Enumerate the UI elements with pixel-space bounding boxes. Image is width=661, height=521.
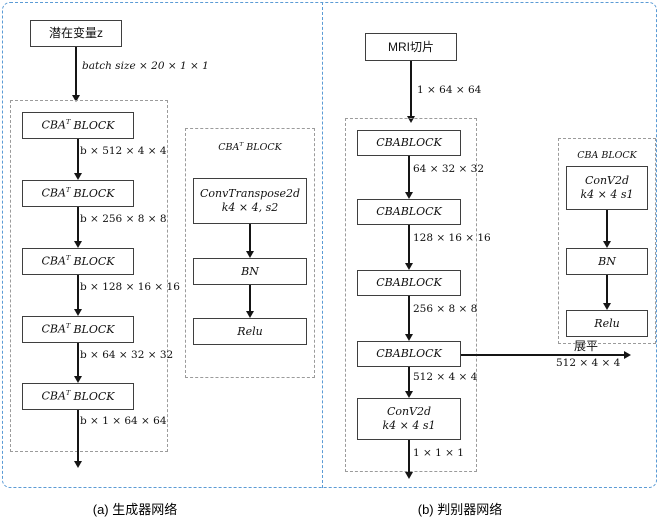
arrow-legend-b-2 (606, 275, 608, 303)
arrow-disc-2 (408, 225, 410, 263)
convtranspose-params: k4 × 4, s2 (221, 201, 279, 214)
generator-output-arrow (77, 410, 79, 461)
arrow-gen-3 (77, 275, 79, 309)
arrow-disc-4 (408, 367, 410, 391)
generator-legend-container (185, 128, 315, 378)
generator-blocks-container (10, 100, 168, 452)
convtranspose-box: ConvTranspose2d k4 × 4, s2 (193, 178, 307, 224)
discriminator-output-shape: 1 × 1 × 1 (413, 447, 464, 459)
convtranspose-label: ConvTranspose2d (199, 187, 301, 201)
arrow-legend-a-1 (249, 224, 251, 251)
flatten-label: 展平 (574, 339, 599, 353)
gen-shape-4: b × 64 × 32 × 32 (80, 349, 174, 361)
arrow-legend-a-2 (249, 285, 251, 311)
arrow-disc-3 (408, 296, 410, 334)
discriminator-input-box: MRI切片 (365, 33, 457, 61)
discriminator-output-arrow (408, 440, 410, 472)
disc-shape-2: 128 × 16 × 16 (413, 232, 491, 244)
disc-shape-4: 512 × 4 × 4 (413, 371, 478, 383)
discriminator-legend-title: CBA BLOCK (577, 150, 637, 161)
relu-box-generator: Relu (193, 318, 307, 345)
flatten-arrow (461, 354, 624, 356)
relu-box-discriminator: Relu (566, 310, 648, 337)
disc-shape-1: 64 × 32 × 32 (413, 163, 485, 175)
discriminator-block-4: CBABLOCK (357, 341, 461, 367)
flatten-shape: 512 × 4 × 4 (556, 357, 621, 369)
arrow-input-to-generator (75, 47, 77, 95)
gen-shape-3: b × 128 × 16 × 16 (80, 281, 180, 293)
arrow-input-to-discriminator (410, 61, 412, 116)
bn-box-generator: BN (193, 258, 307, 285)
legend-conv-box: ConV2d k4 × 4 s1 (566, 166, 648, 210)
arrow-gen-2 (77, 207, 79, 241)
gen-shape-2: b × 256 × 8 × 8 (80, 213, 167, 225)
disc-shape-3: 256 × 8 × 8 (413, 303, 478, 315)
discriminator-input-shape: 1 × 64 × 64 (417, 84, 482, 96)
discriminator-conv-box: ConV2d k4 × 4 s1 (357, 398, 461, 440)
conv2d-params: k4 × 4 s1 (382, 419, 436, 432)
generator-input-label: 潜在变量z (48, 26, 103, 40)
discriminator-block-3: CBABLOCK (357, 270, 461, 296)
discriminator-block-2: CBABLOCK (357, 199, 461, 225)
arrow-gen-1 (77, 139, 79, 173)
arrow-legend-b-1 (606, 210, 608, 241)
generator-input-box: 潜在变量z (30, 20, 122, 47)
gen-shape-1: b × 512 × 4 × 4 (80, 145, 167, 157)
caption-generator: (a) 生成器网络 (92, 502, 178, 517)
arrow-gen-4 (77, 343, 79, 376)
discriminator-block-1: CBABLOCK (357, 130, 461, 156)
generator-input-shape: batch size × 20 × 1 × 1 (82, 60, 209, 72)
arrow-disc-1 (408, 156, 410, 192)
gen-shape-5: b × 1 × 64 × 64 (80, 415, 167, 427)
discriminator-input-label: MRI切片 (388, 39, 434, 54)
panel-divider (322, 2, 323, 488)
figure-border (2, 2, 657, 488)
discriminator-legend-container (558, 138, 656, 344)
bn-box-discriminator: BN (566, 248, 648, 275)
caption-discriminator: (b) 判别器网络 (417, 502, 503, 517)
conv2d-label: ConV2d (386, 405, 432, 419)
